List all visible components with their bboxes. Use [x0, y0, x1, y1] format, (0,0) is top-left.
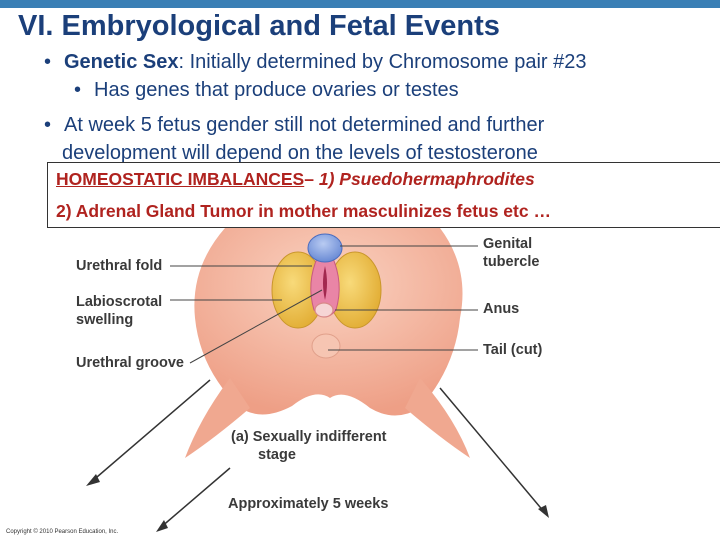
- imbalance-dash: –: [304, 169, 319, 189]
- bullet-genetic-sex: • Genetic Sex: Initially determined by Ch…: [44, 49, 586, 75]
- embryo-drawing: [86, 228, 549, 532]
- bullet-text: development will depend on the levels of…: [62, 142, 538, 164]
- bullet-text: Has genes that produce ovaries or testes: [94, 79, 459, 101]
- label-labioscrotal-line-1: Labioscrotal: [76, 294, 163, 310]
- copyright-notice: Copyright © 2010 Pearson Education, Inc.: [6, 529, 119, 535]
- bullet-dot: •: [44, 51, 52, 73]
- anus: [314, 302, 334, 318]
- bullet-week-five-continued: development will depend on the levels of…: [62, 140, 538, 166]
- label-genital-line-2: tubercle: [483, 254, 540, 270]
- label-anus: Anus: [483, 301, 520, 317]
- bullet-text: At week 5 fetus gender still not determi…: [64, 114, 545, 136]
- label-tail: Tail (cut): [483, 342, 543, 358]
- slide-title: VI. Embryological and Fetal Events: [18, 10, 500, 42]
- caption-stage-line-2: stage: [258, 447, 296, 463]
- skin-surface: [194, 228, 463, 416]
- caption-stage-line-1: (a) Sexually indifferent: [231, 429, 387, 445]
- bullet-text: : Initially determined by Chromosome pai…: [178, 51, 587, 73]
- homeostatic-imbalances-box: HOMEOSTATIC IMBALANCES– 1) Psuedohermaph…: [47, 162, 720, 228]
- bullet-dot: •: [74, 79, 82, 101]
- sub-bullet-genes: • Has genes that produce ovaries or teste…: [74, 77, 459, 103]
- embryo-illustration: Urethral fold Labioscrotal swelling Uret…: [0, 228, 720, 540]
- left-leg: [185, 378, 250, 458]
- imbalance-heading: HOMEOSTATIC IMBALANCES: [56, 169, 305, 189]
- label-genital-line-1: Genital: [483, 236, 533, 252]
- imbalance-item-1: 1) Psuedohermaphrodites: [318, 169, 535, 189]
- bullet-week-five: • At week 5 fetus gender still not determ…: [44, 112, 544, 138]
- label-urethral-fold: Urethral fold: [76, 258, 163, 274]
- bullet-bold-term: Genetic Sex: [64, 51, 179, 73]
- label-labioscrotal-line-2: swelling: [76, 312, 134, 328]
- top-accent-bar: [0, 0, 720, 8]
- right-leg: [405, 378, 470, 458]
- genital-tubercle: [307, 233, 343, 263]
- tail-cut: [311, 333, 341, 359]
- imbalance-line-1: HOMEOSTATIC IMBALANCES– 1) Psuedohermaph…: [56, 169, 535, 190]
- urethral-groove: [323, 266, 327, 300]
- label-urethral-groove: Urethral groove: [76, 355, 184, 371]
- caption-weeks: Approximately 5 weeks: [228, 496, 389, 512]
- bullet-dot: •: [44, 114, 52, 136]
- imbalance-item-2: 2) Adrenal Gland Tumor in mother masculi…: [56, 201, 551, 221]
